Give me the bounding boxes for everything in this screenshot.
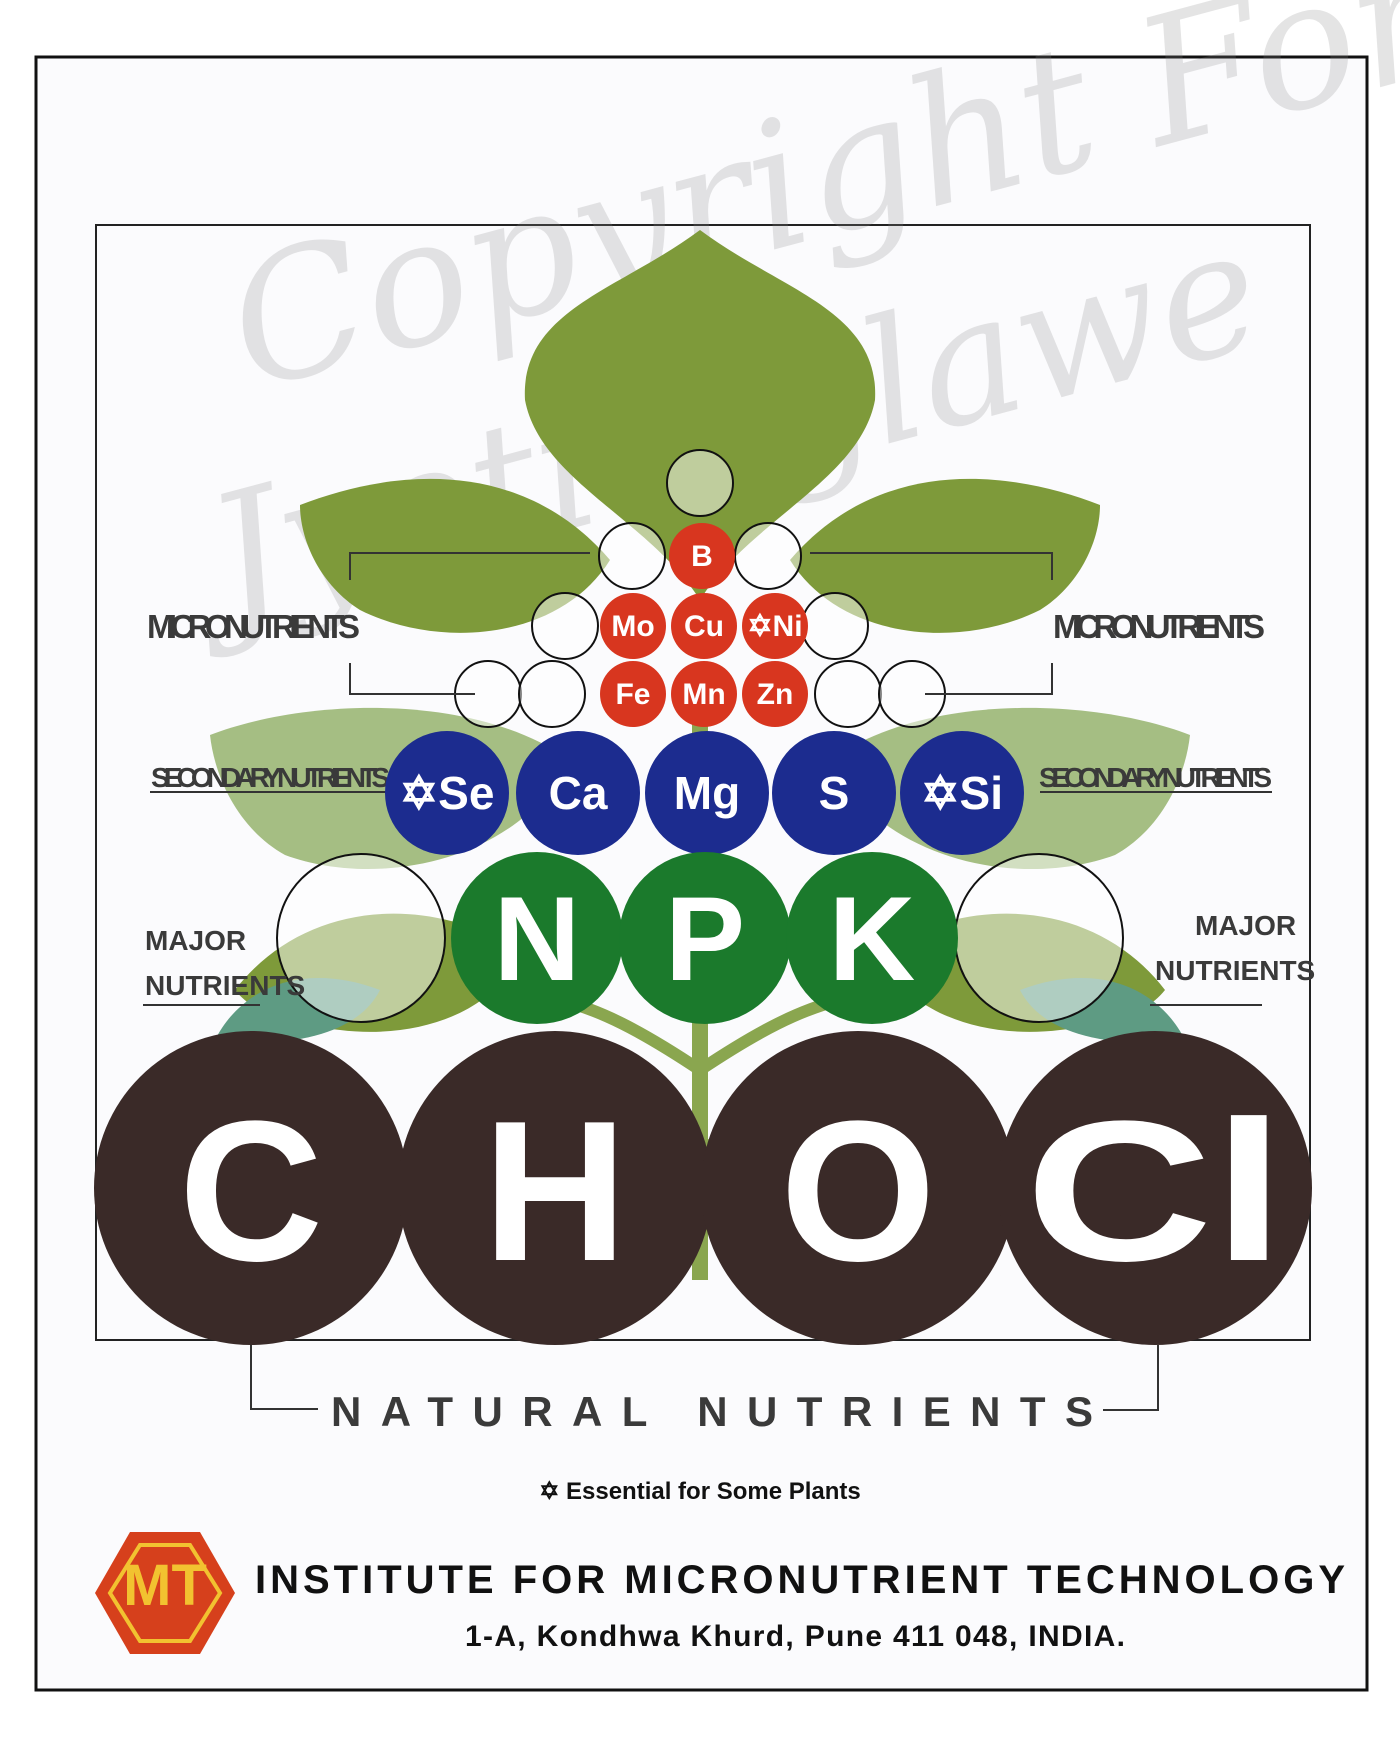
major-label-left-1: MAJOR: [145, 925, 246, 956]
micro-circle: [600, 593, 666, 659]
major-symbol: K: [829, 872, 916, 1006]
micronutrients-label-left: MICRONUTRIENTS: [147, 608, 360, 645]
natural-circle: [998, 1031, 1312, 1345]
micro-circle: [742, 593, 808, 659]
natural-symbol: C: [179, 1080, 323, 1303]
major-label-left-2: NUTRIENTS: [145, 970, 305, 1001]
micro-circle: [600, 661, 666, 727]
secondary-circle: [772, 731, 896, 855]
secondary-circle: [900, 731, 1024, 855]
side-labels: MICRONUTRIENTS MICRONUTRIENTS SECONDARY …: [145, 608, 1315, 1001]
institute-logo: MT: [95, 1532, 235, 1654]
stem-branches: [558, 994, 842, 1156]
secondary-symbol: ✡Si: [921, 767, 1003, 819]
micro-symbol: B: [691, 540, 713, 573]
secondary-circle: [645, 731, 769, 855]
secondary-symbol: S: [819, 767, 850, 819]
micro-symbol: Mn: [682, 678, 725, 711]
micro-circle: [742, 661, 808, 727]
logo-lettering: MT: [123, 1553, 207, 1618]
secondary-label-right: SECONDARY NUTRIENTS: [1039, 762, 1272, 793]
secondary-symbol: ✡Se: [400, 767, 495, 819]
major-circle: [619, 852, 791, 1024]
major-circle: [451, 852, 623, 1024]
major-symbol: N: [494, 872, 581, 1006]
natural-symbol: O: [780, 1080, 936, 1303]
micro-circle: [671, 593, 737, 659]
secondary-symbol: Mg: [674, 767, 740, 819]
secondary-circle: [385, 731, 509, 855]
empty-slots: [276, 449, 1124, 1023]
micro-symbol: ✡Ni: [747, 610, 802, 643]
micronutrients-label-right: MICRONUTRIENTS: [1053, 608, 1265, 645]
micro-circle: [669, 523, 735, 589]
leaf-top: [524, 230, 876, 600]
footnote: ✡ Essential for Some Plants: [539, 1478, 861, 1505]
natural-symbol: Cl: [1025, 1080, 1285, 1303]
micro-symbol: Mo: [611, 610, 654, 643]
natural-symbol: H: [483, 1080, 627, 1303]
micro-symbol: Cu: [684, 610, 724, 643]
micro-symbol: Fe: [615, 678, 650, 711]
major-circle: [786, 852, 958, 1024]
leaf-upper-left: [300, 478, 610, 633]
micro-symbol: Zn: [757, 678, 794, 711]
secondary-nutrient-group: ✡Se Ca Mg S ✡Si: [385, 731, 1024, 855]
natural-nutrients-title: NATURAL NUTRIENTS: [331, 1388, 1093, 1435]
secondary-circle: [516, 731, 640, 855]
natural-circle: [398, 1031, 712, 1345]
leaf-upper-right: [790, 478, 1100, 633]
secondary-label-left: SECONDARY NUTRIENTS: [151, 762, 390, 793]
natural-circle: [701, 1031, 1015, 1345]
major-label-right-1: MAJOR: [1195, 910, 1296, 941]
secondary-symbol: Ca: [549, 767, 608, 819]
institute-address: 1-A, Kondhwa Khurd, Pune 411 048, INDIA.: [465, 1620, 1125, 1653]
label-brackets: [143, 552, 1272, 1411]
inner-frame: [95, 224, 1311, 1341]
major-label-right-2: NUTRIENTS: [1155, 955, 1315, 986]
natural-circle: [94, 1031, 408, 1345]
micro-circle: [671, 661, 737, 727]
major-symbol: P: [665, 872, 745, 1006]
